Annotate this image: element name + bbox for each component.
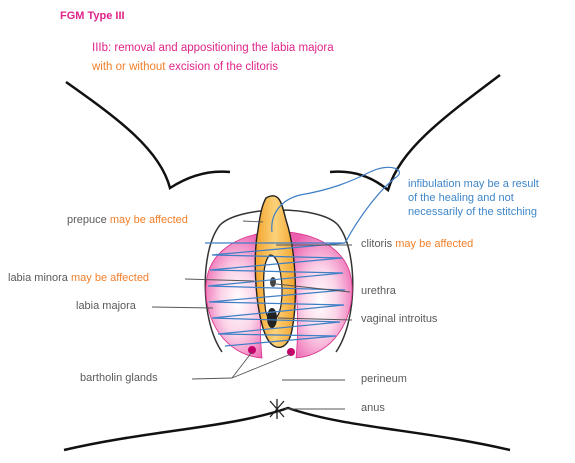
label-prepuce-note: may be affected bbox=[110, 214, 188, 226]
label-anus: anus bbox=[361, 402, 385, 414]
label-bartholin-glands: bartholin glands bbox=[80, 372, 158, 384]
bartholin-gland-left bbox=[248, 346, 256, 354]
diagram-title: FGM Type III bbox=[60, 10, 125, 22]
buttock-outline bbox=[64, 408, 510, 450]
label-labia-minora-note: may be affected bbox=[71, 272, 149, 284]
subtitle-with-without: with or without bbox=[92, 61, 166, 73]
label-prepuce-name: prepuce bbox=[67, 214, 107, 226]
infibulation-note: infibulation may be a result of the heal… bbox=[408, 177, 539, 219]
label-labia-minora: labia minora may be affected bbox=[8, 272, 149, 284]
subtitle-excision: excision of the clitoris bbox=[169, 61, 278, 73]
diagram-subtitle-line1: IIIb: removal and appositioning the labi… bbox=[92, 42, 334, 54]
right-thigh-outline bbox=[330, 75, 500, 190]
infibulation-note-line1: infibulation may be a result bbox=[408, 177, 539, 191]
label-clitoris-note: may be affected bbox=[395, 238, 473, 250]
label-vaginal-introitus: vaginal introitus bbox=[361, 313, 437, 325]
label-clitoris-name: clitoris bbox=[361, 238, 392, 250]
label-prepuce: prepuce may be affected bbox=[67, 214, 188, 226]
label-urethra: urethra bbox=[361, 285, 396, 297]
label-labia-majora: labia majora bbox=[76, 300, 136, 312]
infibulation-note-line3: necessarily of the stitching bbox=[408, 205, 539, 219]
label-clitoris: clitoris may be affected bbox=[361, 238, 473, 250]
infibulation-note-line2: of the healing and not bbox=[408, 191, 539, 205]
urethra-dot bbox=[270, 277, 276, 287]
label-labia-minora-name: labia minora bbox=[8, 272, 68, 284]
introitus-dark bbox=[267, 308, 277, 328]
label-perineum: perineum bbox=[361, 373, 407, 385]
leader-labia-majora bbox=[152, 307, 213, 308]
diagram-subtitle-line2: with or without excision of the clitoris bbox=[92, 61, 278, 73]
left-thigh-outline bbox=[66, 82, 230, 188]
leader-bartholin bbox=[192, 378, 232, 379]
